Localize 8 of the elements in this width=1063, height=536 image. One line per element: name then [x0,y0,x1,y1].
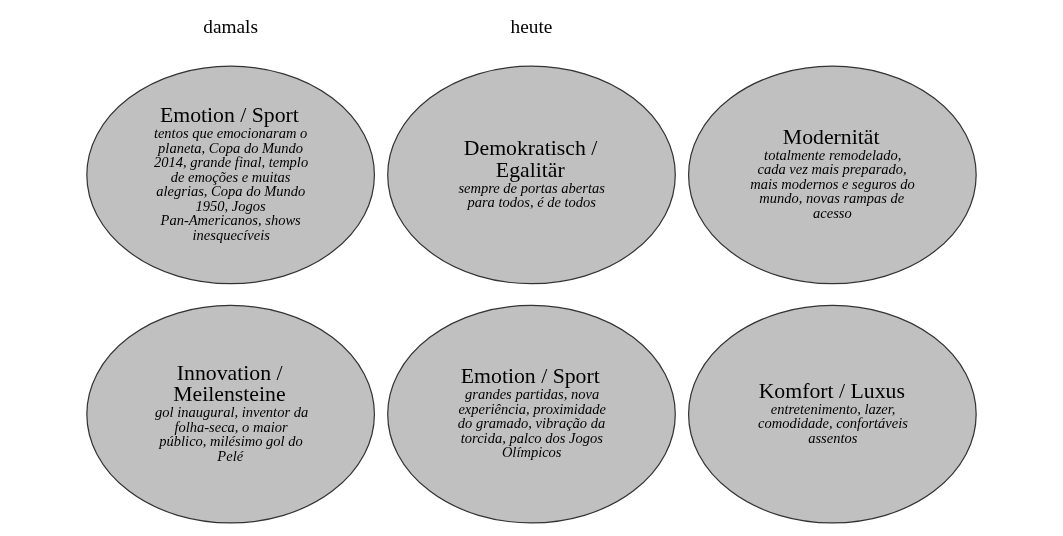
node-ellipse: Emotion / Sport grandes partidas, nova experiência, proximidade do gramado, vibração da torcida, palco dos Jogos Olímpicos [387,304,676,524]
node-ellipse: Komfort / Luxus entretenimento, lazer, comodidade, confortáveis assentos [687,304,977,524]
node-ellipse: Innovation / Meilensteine gol inaugural, inventor da folha-seca, o maior público, milésimo gol do Pelé [86,304,376,524]
label: damals [203,16,258,38]
node-ellipse: Modernität totalmente remodelado, cada vez mais preparado, mais modernos e seguros do mundo, novas rampas de acesso [687,65,977,285]
node-ellipse: Emotion / Sport tentos que emocionaram o planeta, Copa do Mundo 2014, grande final, templo de emoções e muitas alegrias, Copa do Mundo 1950, Jogos Pan-Americanos, shows inesquecíveis [86,65,376,285]
label: heute [510,16,553,38]
node-ellipse: Demokratisch / Egalitär sempre de portas abertas para todos, é de todos [387,65,676,285]
